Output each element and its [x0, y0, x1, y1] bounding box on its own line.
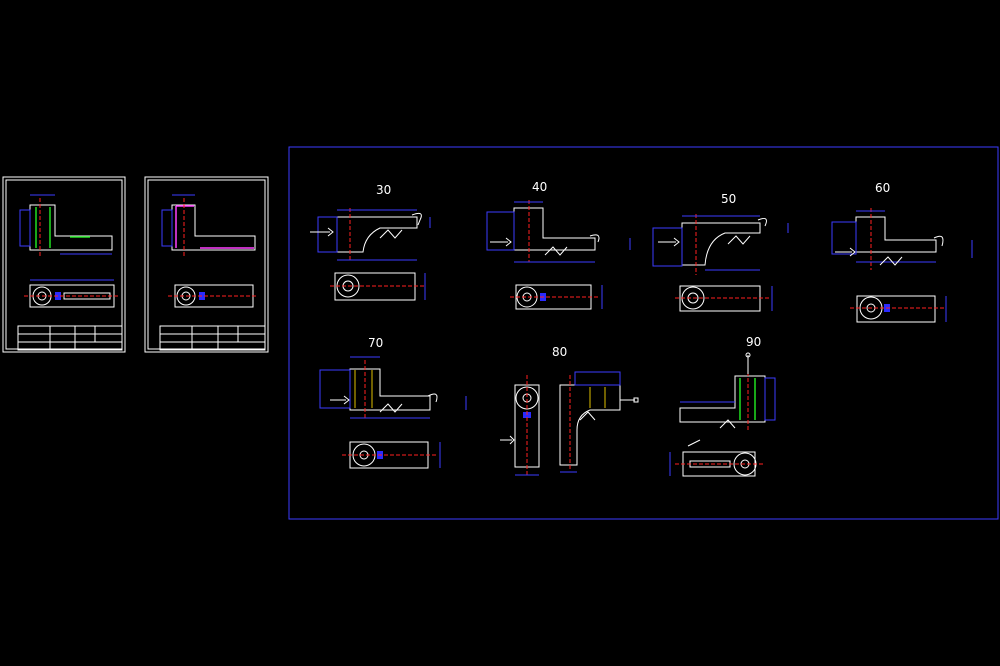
view-label-90: 90	[746, 335, 761, 349]
view-90: 90	[669, 335, 776, 477]
view-label-80: 80	[552, 345, 567, 359]
view-label-60: 60	[875, 181, 890, 195]
view-40: 40	[486, 180, 631, 310]
view-label-30: 30	[376, 183, 391, 197]
view-label-70: 70	[368, 336, 383, 350]
view-50: 50	[652, 192, 789, 312]
drawing-sheet-2	[144, 176, 269, 353]
view-70: 70	[319, 336, 467, 469]
view-label-40: 40	[532, 180, 547, 194]
main-drawing-frame	[288, 146, 999, 520]
view-label-50: 50	[721, 192, 736, 206]
view-30: 30	[310, 183, 431, 301]
view-80: 80	[500, 345, 639, 476]
view-60: 60	[831, 181, 973, 323]
drawing-sheet-1	[2, 176, 126, 353]
